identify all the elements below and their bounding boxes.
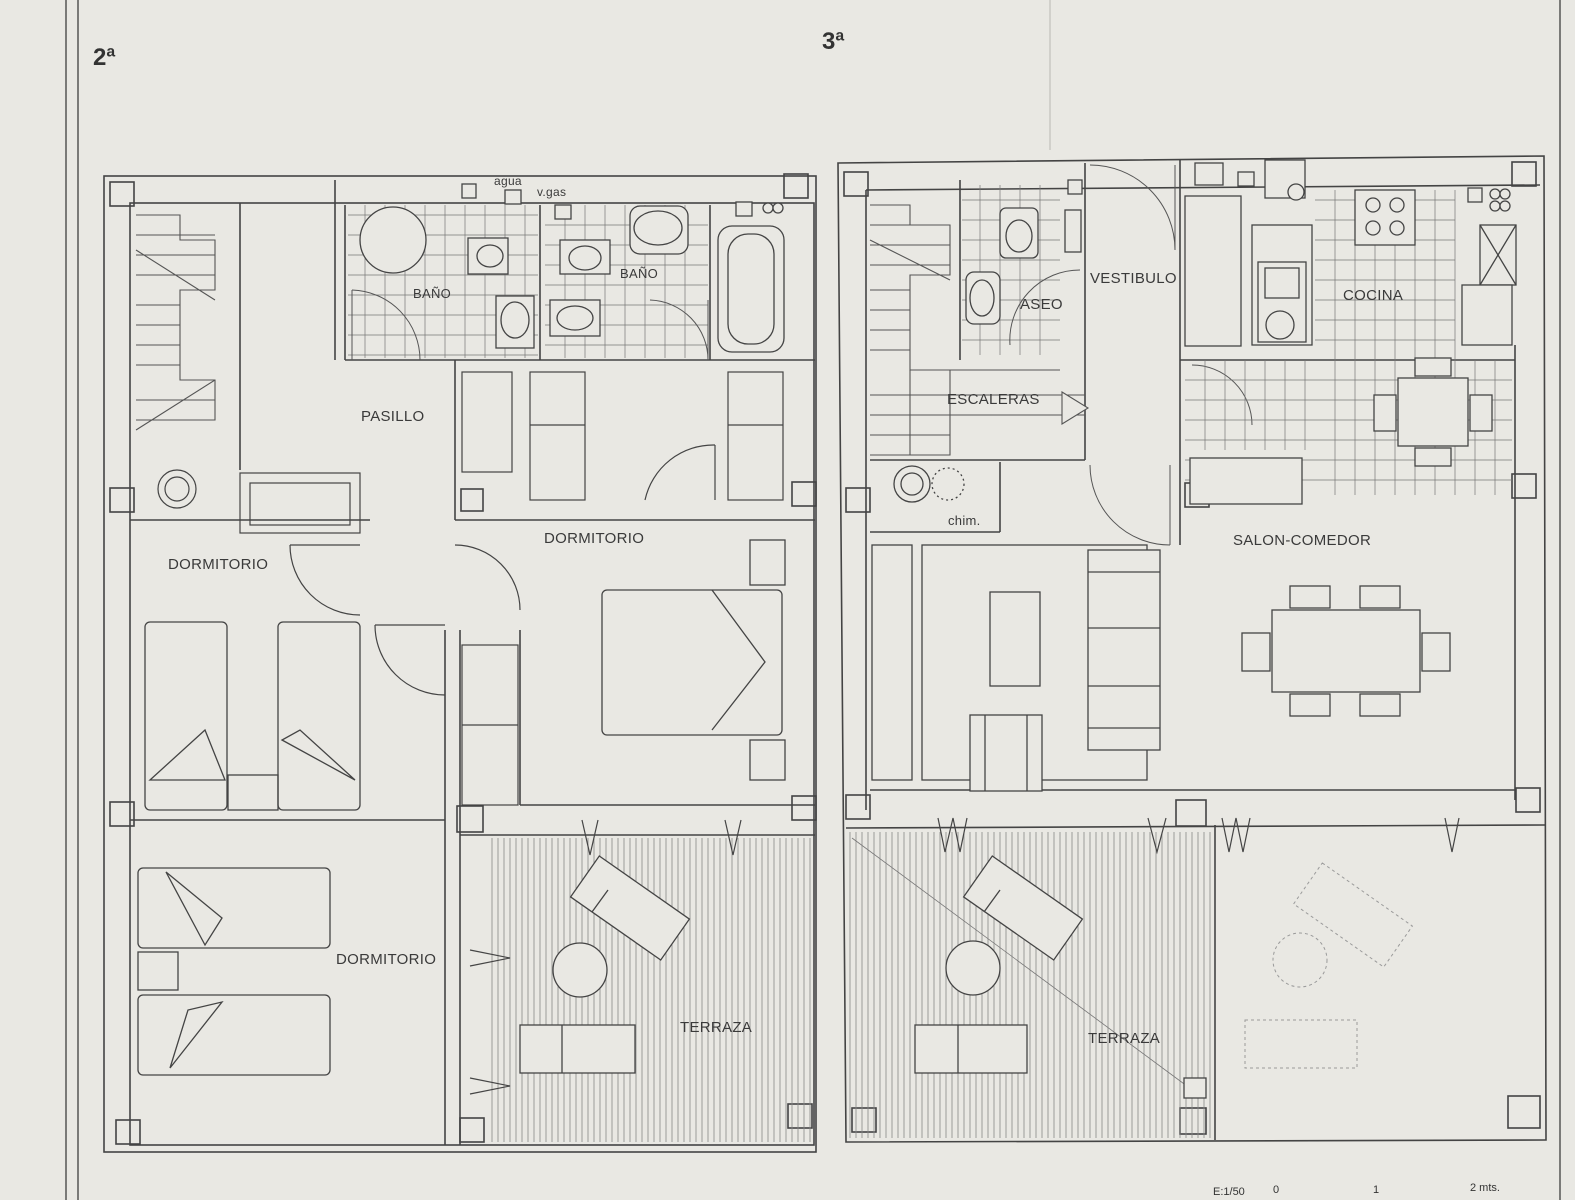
fixture-label-agua: agua <box>494 174 522 188</box>
floor-3-plan <box>837 155 1547 1143</box>
room-label-pasillo: PASILLO <box>361 408 425 425</box>
scale-tick-0: 0 <box>1273 1184 1280 1196</box>
bathroom-fixtures-floor-2 <box>359 183 785 353</box>
room-label-dormitorio-bottom: DORMITORIO <box>336 951 437 968</box>
salon-furniture <box>871 465 1451 792</box>
scale-tick-1: 1 <box>1373 1184 1380 1196</box>
terrace-decking-floor-3 <box>849 832 1211 1138</box>
room-label-dormitorio-left: DORMITORIO <box>168 556 269 573</box>
stairs-floor-2 <box>135 214 216 431</box>
room-label-vestibulo: VESTIBULO <box>1090 270 1177 287</box>
kitchen-fixtures <box>1184 159 1517 505</box>
terrace-decking-floor-2 <box>491 838 811 1142</box>
floor-2-mark: 2ª <box>93 44 116 71</box>
room-label-chim: chim. <box>948 513 981 528</box>
room-label-salon-comedor: SALON-COMEDOR <box>1233 532 1372 549</box>
scale-tick-2: 2 mts. <box>1470 1182 1500 1194</box>
room-label-terraza-floor-3: TERRAZA <box>1088 1030 1161 1047</box>
room-label-escaleras: ESCALERAS <box>947 391 1040 408</box>
room-label-aseo: ASEO <box>1020 296 1063 313</box>
floor-3-mark: 3ª <box>822 28 845 55</box>
room-label-bano-left: BAÑO <box>413 286 452 301</box>
room-label-terraza-floor-2: TERRAZA <box>680 1019 753 1036</box>
room-label-dormitorio-center: DORMITORIO <box>544 530 645 547</box>
room-label-bano-right: BAÑO <box>620 266 659 281</box>
room-label-cocina: COCINA <box>1343 287 1404 304</box>
scale-prefix: E:1/50 <box>1213 1186 1245 1198</box>
stairs-floor-3 <box>869 204 1090 456</box>
fixture-label-vgas: v.gas <box>537 185 567 199</box>
floor-2-plan <box>103 173 817 1153</box>
beds-floor-2 <box>137 539 786 1076</box>
